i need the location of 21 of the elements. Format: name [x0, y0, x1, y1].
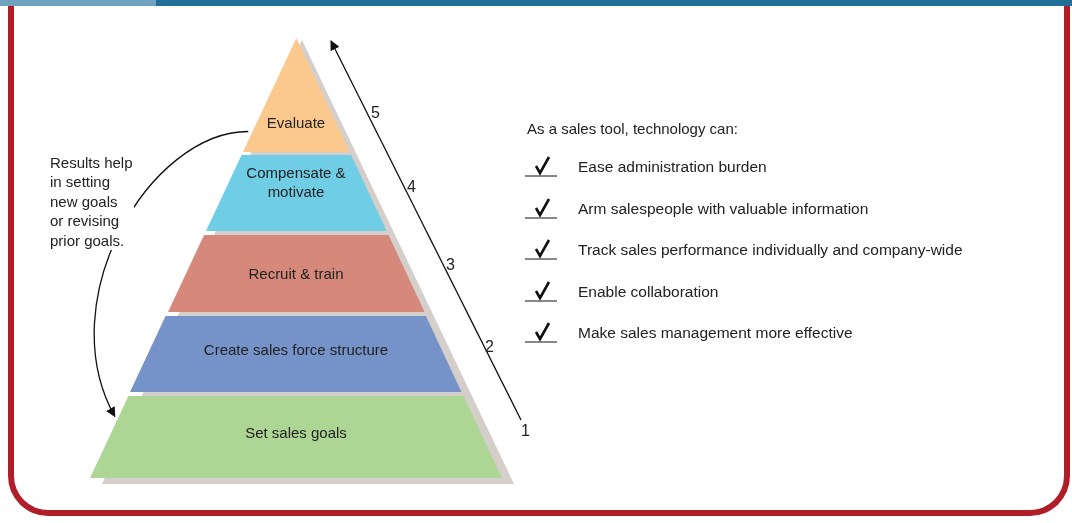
pyramid-tier	[90, 396, 502, 478]
step-number: 5	[371, 104, 380, 122]
tier-label: Recruit & train	[247, 265, 345, 282]
pyramid-tier	[205, 155, 387, 231]
tier-label: Set sales goals	[244, 424, 348, 441]
pyramid-tier	[242, 38, 350, 152]
pyramid-tier	[167, 235, 425, 312]
checklist-item: Enable collaboration	[578, 282, 719, 301]
checklist-item: Track sales performance individually and company-wide	[578, 241, 963, 259]
checklist-item: Make sales management more effective	[578, 324, 853, 342]
step-number: 4	[407, 178, 416, 196]
step-number: 3	[446, 256, 455, 274]
tier-label: Create sales force structure	[202, 341, 390, 358]
tier-label: Evaluate	[265, 114, 327, 131]
step-number: 1	[521, 422, 530, 440]
pyramid-tier	[130, 316, 462, 392]
checklist-item: Ease administration burden	[578, 158, 767, 176]
step-number: 2	[485, 338, 494, 356]
checklist-item: Arm salespeople with valuable information	[578, 199, 869, 218]
tier-label: Compensate & motivate	[245, 163, 347, 201]
list-heading: As a sales tool, technology can:	[527, 120, 738, 137]
